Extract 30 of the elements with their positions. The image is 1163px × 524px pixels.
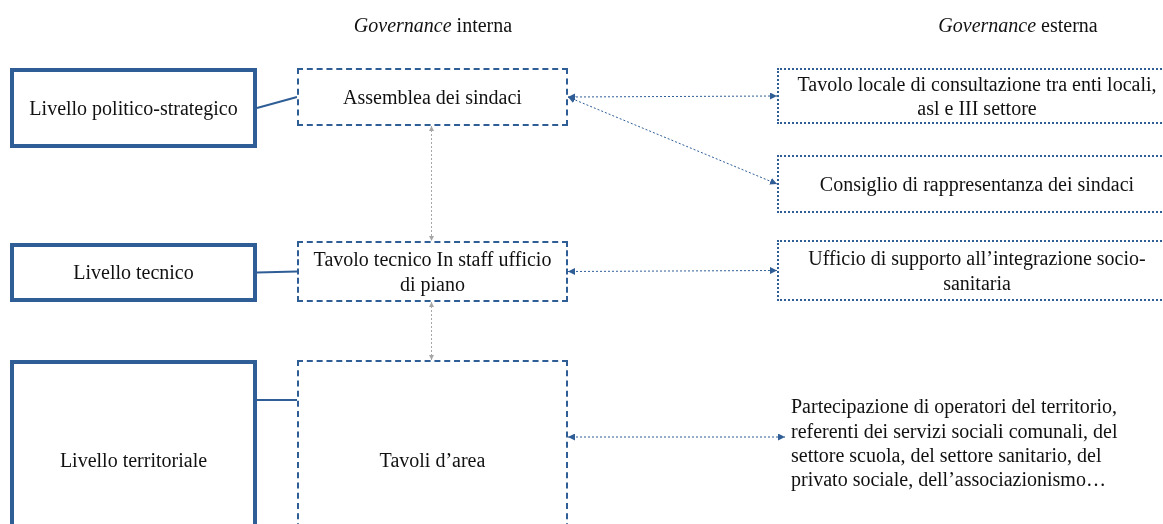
column-heading: Governance interna bbox=[353, 14, 513, 37]
process-box bbox=[777, 68, 1163, 124]
double-arrow bbox=[429, 301, 434, 361]
level-box bbox=[10, 243, 257, 302]
node-label: Partecipazione di operatori del territorio, referenti dei servizi sociali comunali, del settore scuola, del settore sanitario, del privato sociale, dell’associazionismo… bbox=[791, 394, 1119, 492]
double-arrow bbox=[567, 267, 778, 275]
node-label: Livello tecnico bbox=[73, 260, 194, 285]
connector-line bbox=[256, 270, 298, 274]
double-arrow bbox=[567, 96, 778, 185]
node-label: Livello territoriale bbox=[59, 447, 208, 473]
node-label: Livello politico-strategico bbox=[29, 95, 238, 121]
process-box bbox=[297, 68, 568, 126]
column-heading: Governance esterna bbox=[938, 14, 1098, 37]
process-box bbox=[297, 360, 568, 524]
process-box bbox=[777, 240, 1163, 301]
node-label: Consiglio di rappresentanza dei sindaci bbox=[819, 171, 1135, 197]
double-arrow bbox=[567, 92, 778, 101]
double-arrow bbox=[567, 433, 786, 441]
connector-line bbox=[256, 96, 298, 109]
node-label: Tavolo locale di consultazione tra enti locali, asl e III settore bbox=[796, 71, 1158, 121]
node-label: Ufficio di supporto all’integrazione socio-sanitaria bbox=[807, 246, 1147, 295]
level-box bbox=[10, 360, 257, 524]
process-box bbox=[777, 155, 1163, 213]
node-label: Tavolo tecnico In staff ufficio di piano bbox=[312, 247, 553, 296]
node-label: Tavoli d’area bbox=[379, 447, 486, 473]
process-box bbox=[297, 241, 568, 302]
level-box bbox=[10, 68, 257, 148]
connector-line bbox=[256, 399, 298, 401]
node-label: Assemblea dei sindaci bbox=[343, 84, 522, 110]
double-arrow bbox=[429, 125, 434, 242]
